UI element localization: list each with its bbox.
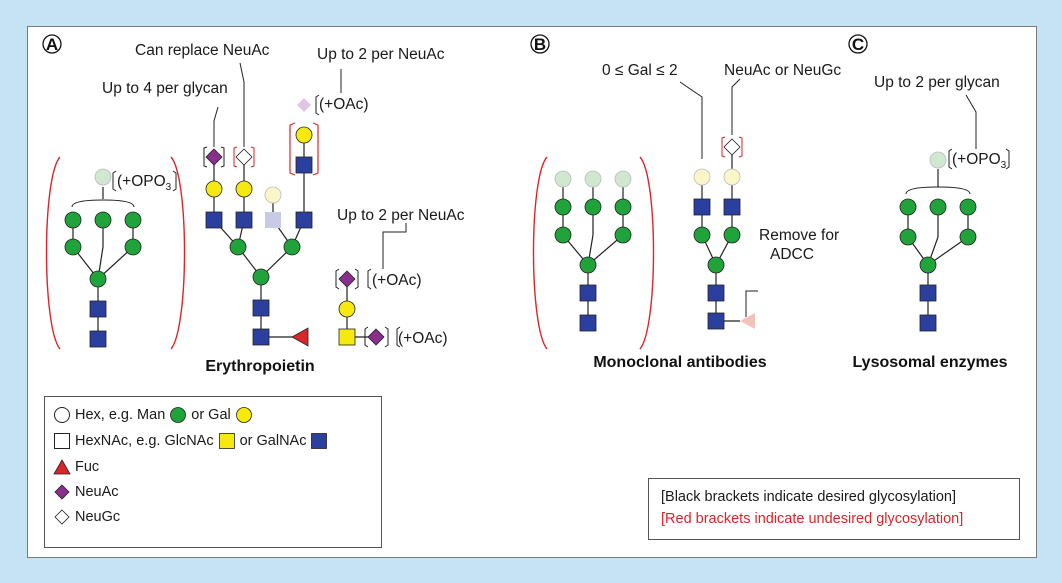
panel-label-a: A: [42, 34, 62, 54]
legend-row-neugc: NeuGc: [53, 507, 124, 527]
fucose-triangle-icon: [53, 459, 71, 475]
glcnac-blue-square-icon: [311, 433, 328, 449]
figure: A B C (+OPO3: [27, 26, 1037, 558]
galactose-icon: [235, 407, 252, 423]
up-to-4-label: Up to 4 per glycan: [102, 80, 228, 97]
oac-annotation-bottom: (+OAc): [398, 330, 448, 347]
legend-or-gal-label: or Gal: [191, 407, 231, 423]
neuac-or-neugc-label: NeuAc or NeuGc: [724, 62, 841, 79]
adcc-label: ADCC: [770, 246, 814, 263]
legend-hex-label: Hex, e.g. Man: [75, 407, 166, 423]
erythropoietin-glycan: (+OAc) Up to 4 per glycan Can replace Ne…: [102, 42, 445, 347]
hex-circle-icon: [54, 407, 70, 423]
hexnac-square-icon: [54, 433, 70, 449]
lysosomal-glycan: (+OPO3 Up to 2 per glycan: [874, 74, 1010, 332]
oac-annotation-top: (+OAc): [319, 96, 369, 113]
red-bracket-note: [Red brackets indicate undesired glycosy…: [661, 511, 964, 527]
lysosomal-enzymes-label: Lysosomal enzymes: [852, 354, 1007, 371]
bracket-note: [Black brackets indicate desired glycosy…: [648, 478, 1020, 540]
svg-text:C: C: [852, 35, 864, 54]
legend: Hex, e.g. Man or Gal HexNAc, e.g. GlcNAc…: [44, 396, 382, 548]
legend-row-hexnac: HexNAc, e.g. GlcNAc or GalNAc: [53, 431, 328, 451]
opo3-annotation-c: (+OPO3: [952, 151, 1007, 171]
panel-label-b: B: [530, 34, 550, 54]
up-to-2-neuac-right-label: Up to 2 per NeuAc: [337, 207, 465, 224]
legend-neugc-label: NeuGc: [75, 509, 121, 525]
svg-text:B: B: [534, 35, 546, 54]
fucose-icon: [291, 327, 309, 347]
mannose-icon: [170, 407, 187, 423]
legend-neuac-label: NeuAc: [75, 484, 119, 500]
red-bracket-left: [45, 156, 61, 350]
gal-range-label: 0 ≤ Gal ≤ 2: [602, 62, 678, 79]
legend-or-galnac-label: or GalNAc: [239, 433, 307, 449]
glycan-diagram: A B C (+OPO3: [42, 34, 1010, 375]
galnac-yellow-square-icon: [218, 433, 235, 449]
up-to-2-glycan-label: Up to 2 per glycan: [874, 74, 1000, 91]
up-to-2-neuac-top-label: Up to 2 per NeuAc: [317, 46, 445, 63]
monoclonal-antibodies-label: Monoclonal antibodies: [593, 354, 766, 371]
panel-label-c: C: [848, 34, 868, 54]
legend-hexnac-label: HexNAc, e.g. GlcNAc: [75, 433, 214, 449]
legend-row-fuc: Fuc: [53, 457, 103, 477]
red-bracket-right: [170, 156, 186, 350]
remove-for-label: Remove for: [759, 227, 839, 244]
can-replace-label: Can replace NeuAc: [135, 42, 270, 59]
neugc-diamond-icon: [54, 509, 70, 525]
black-bracket-note: [Black brackets indicate desired glycosy…: [661, 489, 956, 505]
legend-row-neuac: NeuAc: [53, 482, 123, 502]
legend-row-hex: Hex, e.g. Man or Gal: [53, 405, 253, 425]
antibody-high-mannose-glycan: [532, 156, 655, 350]
antibody-biantennary-glycan: 0 ≤ Gal ≤ 2 NeuAc or NeuGc Remove for AD…: [602, 62, 841, 330]
svg-text:A: A: [46, 35, 58, 54]
opo3-annotation-a: (+OPO3: [117, 173, 172, 193]
oac-annotation-middle: (+OAc): [372, 272, 422, 289]
o-glycan: (+OAc) (+OAc) Up to 2 per NeuAc: [335, 207, 465, 348]
neuac-diamond-icon: [54, 484, 70, 500]
high-mannose-glycan: (+OPO3: [45, 156, 186, 350]
phosphate-hex-icon: [94, 168, 112, 186]
erythropoietin-label: Erythropoietin: [205, 358, 314, 375]
removable-fucose-icon: [740, 313, 755, 329]
legend-fuc-label: Fuc: [75, 459, 100, 475]
